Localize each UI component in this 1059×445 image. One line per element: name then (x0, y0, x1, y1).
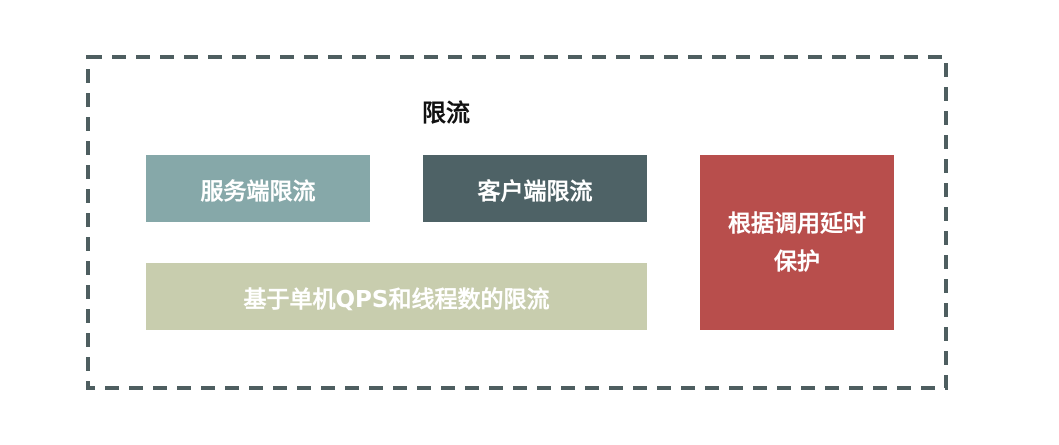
standalone-qps-thread-rate-limit-box: 基于单机QPS和线程数的限流 (146, 263, 647, 330)
dashed-border (86, 55, 948, 390)
server-side-rate-limit-box: 服务端限流 (146, 155, 370, 222)
group-title: 限流 (422, 98, 470, 127)
standalone-qps-thread-rate-limit-label: 基于单机QPS和线程数的限流 (243, 286, 550, 313)
latency-protection-label-line1: 根据调用延时 (728, 210, 866, 237)
rate-limiting-group-frame (86, 55, 948, 390)
latency-protection-label-line2: 保护 (774, 248, 820, 275)
client-side-rate-limit-label: 客户端限流 (477, 178, 593, 205)
client-side-rate-limit-box: 客户端限流 (423, 155, 647, 222)
latency-protection-box: 根据调用延时 保护 (700, 155, 894, 330)
server-side-rate-limit-label: 服务端限流 (200, 178, 316, 205)
